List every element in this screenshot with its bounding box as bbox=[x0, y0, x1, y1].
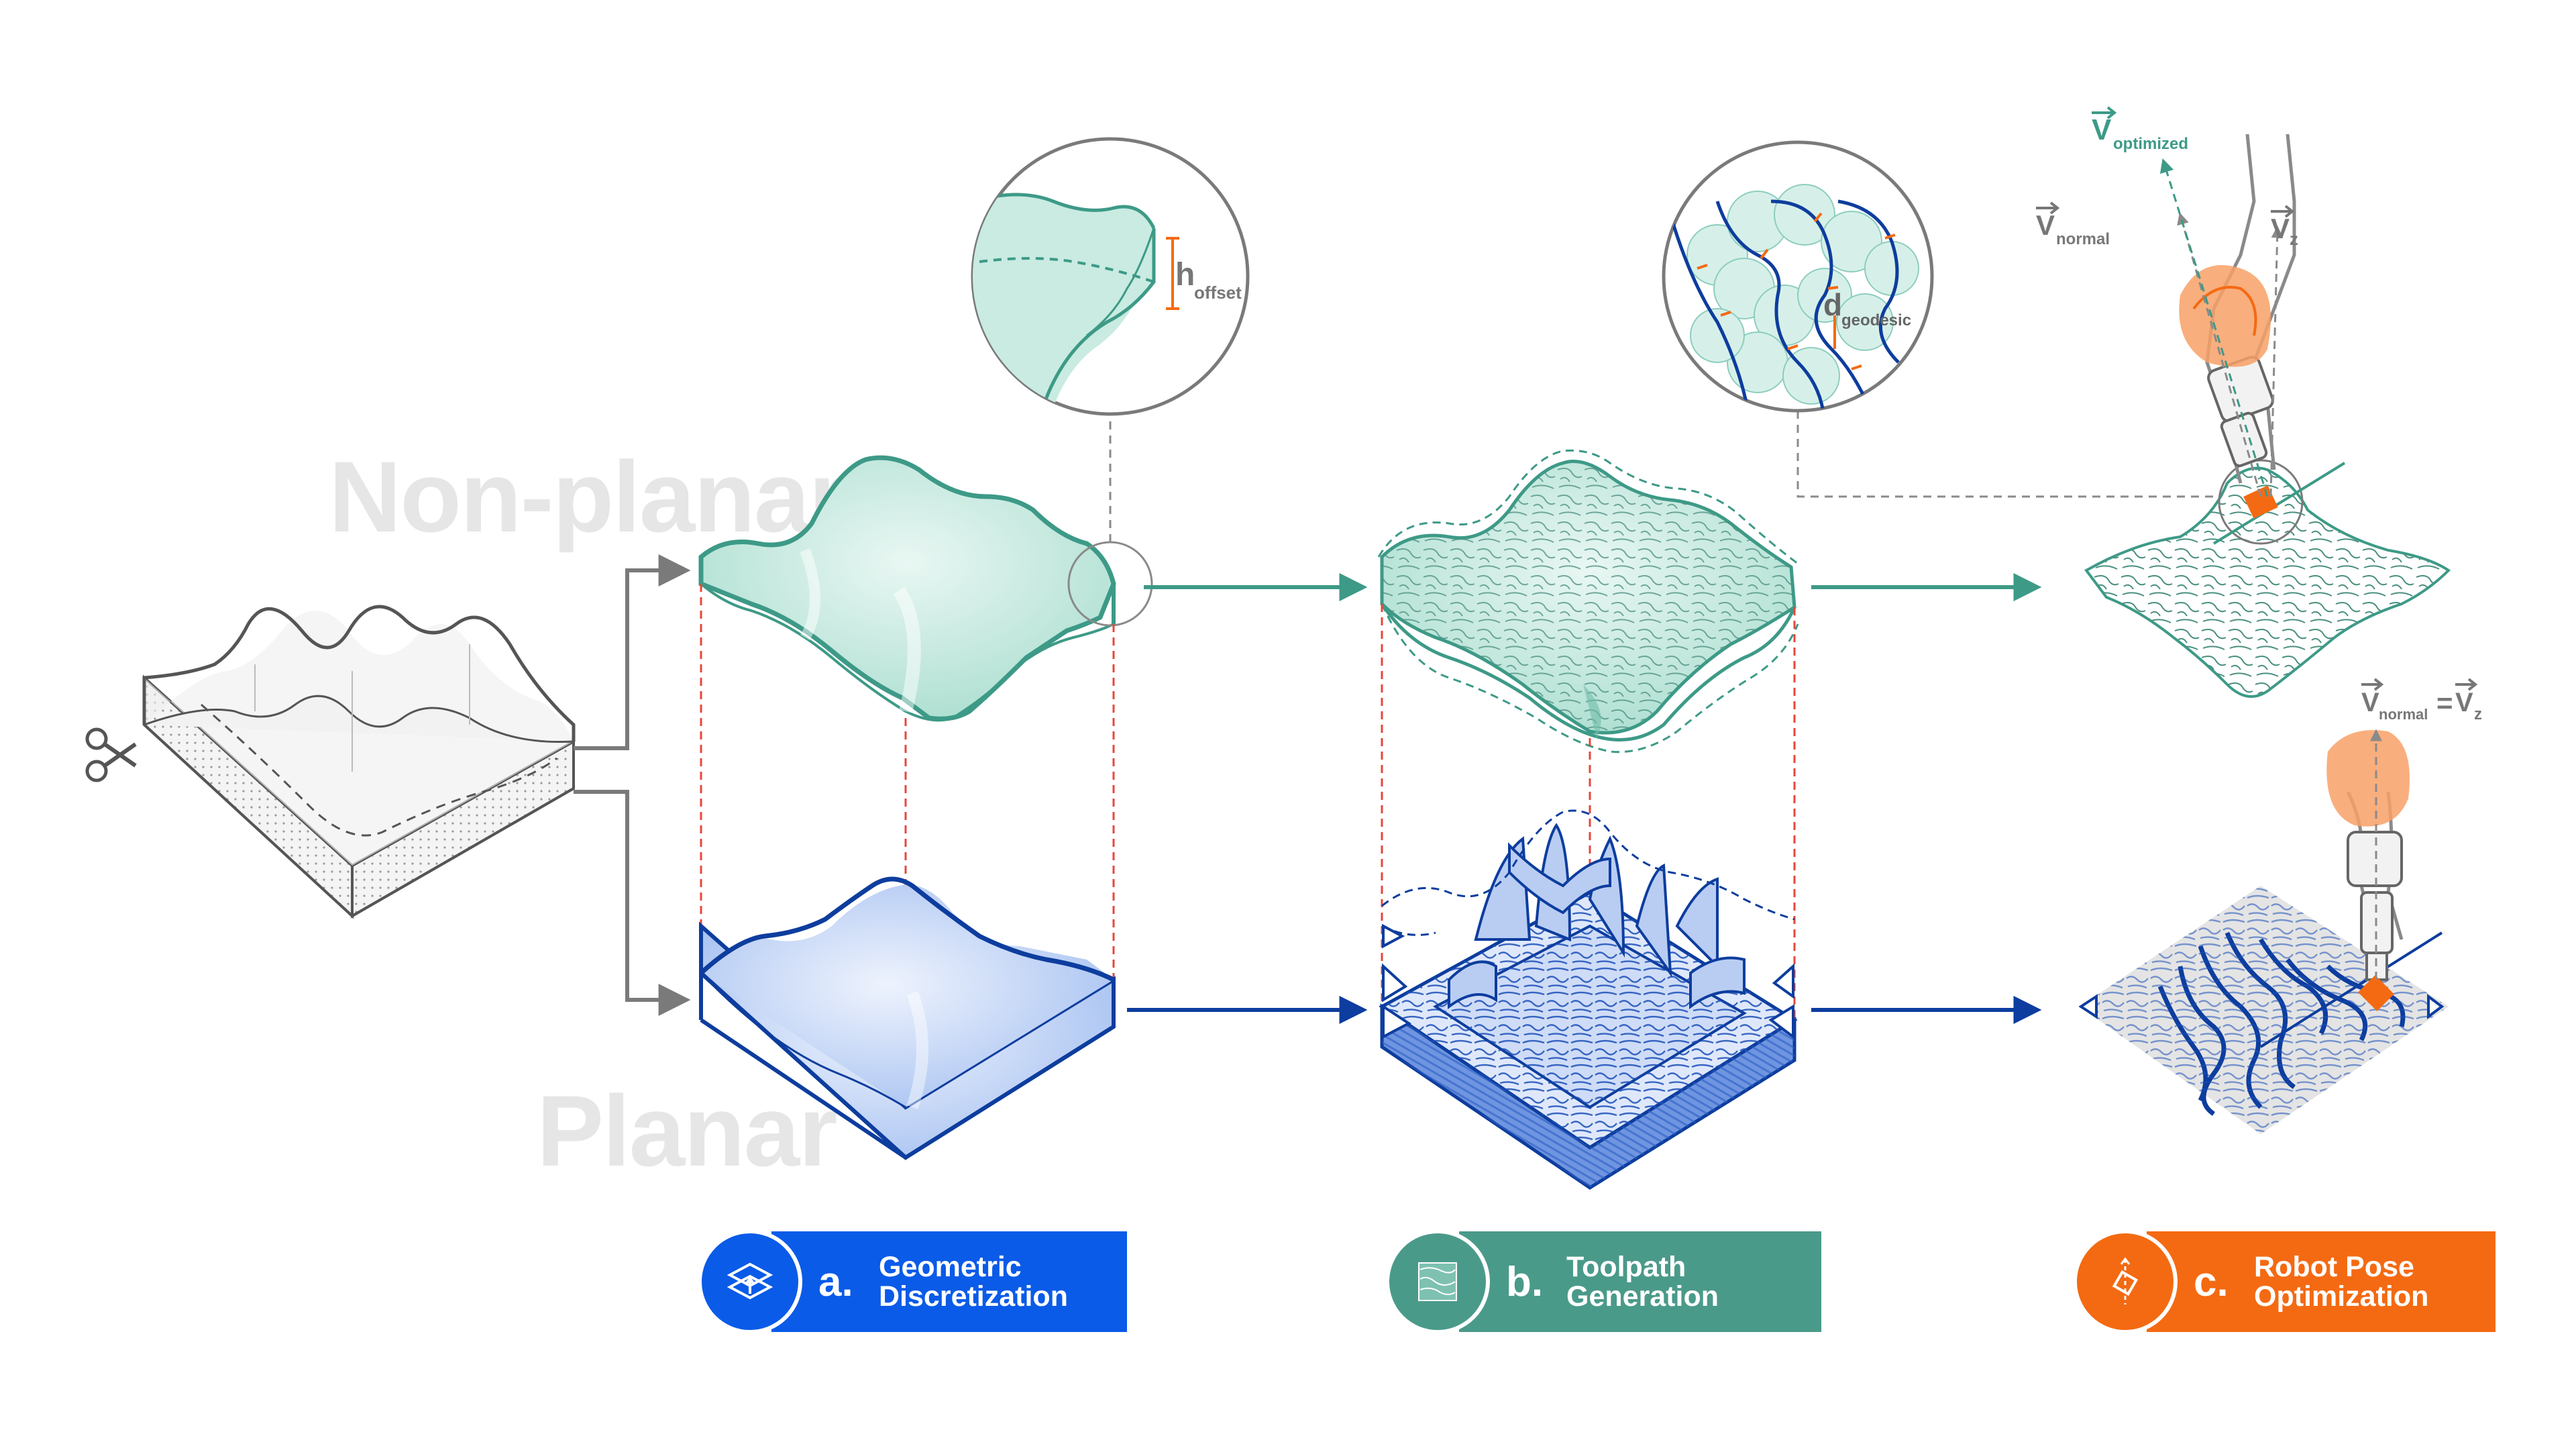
h-offset-subscript: offset bbox=[1194, 283, 1242, 303]
step-b-line2: Generation bbox=[1566, 1280, 1719, 1313]
v-optimized-subscript: optimized bbox=[2113, 135, 2188, 153]
v-z2-subscript: z bbox=[2474, 705, 2482, 723]
d-geodesic-label: d bbox=[1823, 287, 1842, 322]
planar-toolpath-stack bbox=[1379, 809, 1798, 1190]
v-z2-label: V bbox=[2455, 688, 2473, 717]
d-geodesic-subscript: geodesic bbox=[1841, 311, 1911, 329]
nonplanar-print-with-robot bbox=[2084, 134, 2451, 698]
non-planar-label: Non-planar bbox=[329, 440, 848, 553]
h-offset-label: h bbox=[1175, 257, 1195, 293]
nozzle-icon bbox=[2073, 1229, 2178, 1334]
v-normal-label: V bbox=[2036, 209, 2055, 241]
step-c-line2: Optimization bbox=[2254, 1280, 2429, 1313]
v-z-subscript: z bbox=[2290, 229, 2298, 249]
geodesic-magnifier bbox=[1662, 140, 1934, 413]
layer-stack-icon bbox=[698, 1229, 802, 1334]
branch-arrows bbox=[574, 554, 691, 1016]
nonplanar-toolpath-layers bbox=[1377, 449, 1799, 754]
v-normal2-subscript: normal bbox=[2379, 706, 2428, 723]
offset-magnifier bbox=[971, 137, 1250, 416]
planar-label: Planar bbox=[537, 1074, 838, 1187]
step-c-line1: Robot Pose bbox=[2254, 1251, 2414, 1283]
equals-sign: = bbox=[2436, 687, 2453, 719]
source-terrain-block bbox=[142, 605, 576, 919]
non-planar-surface bbox=[698, 455, 1116, 722]
planar-block bbox=[699, 876, 1116, 1160]
step-a-line2: Discretization bbox=[879, 1280, 1068, 1313]
step-b-letter: b. bbox=[1506, 1258, 1544, 1305]
planar-print-with-robot bbox=[2078, 729, 2449, 1134]
v-normal2-label: V bbox=[2361, 688, 2379, 717]
step-b-line1: Toolpath bbox=[1566, 1251, 1686, 1283]
step-a-letter: a. bbox=[818, 1258, 853, 1305]
step-a-line1: Geometric bbox=[879, 1251, 1022, 1283]
toolpath-pattern-icon bbox=[1385, 1229, 1490, 1334]
step-c-letter: c. bbox=[2194, 1258, 2229, 1305]
scissors-icon bbox=[85, 727, 137, 782]
geodesic-connector-line bbox=[1796, 411, 2241, 498]
v-normal-subscript: normal bbox=[2056, 230, 2110, 248]
v-z-label: V bbox=[2271, 213, 2290, 244]
